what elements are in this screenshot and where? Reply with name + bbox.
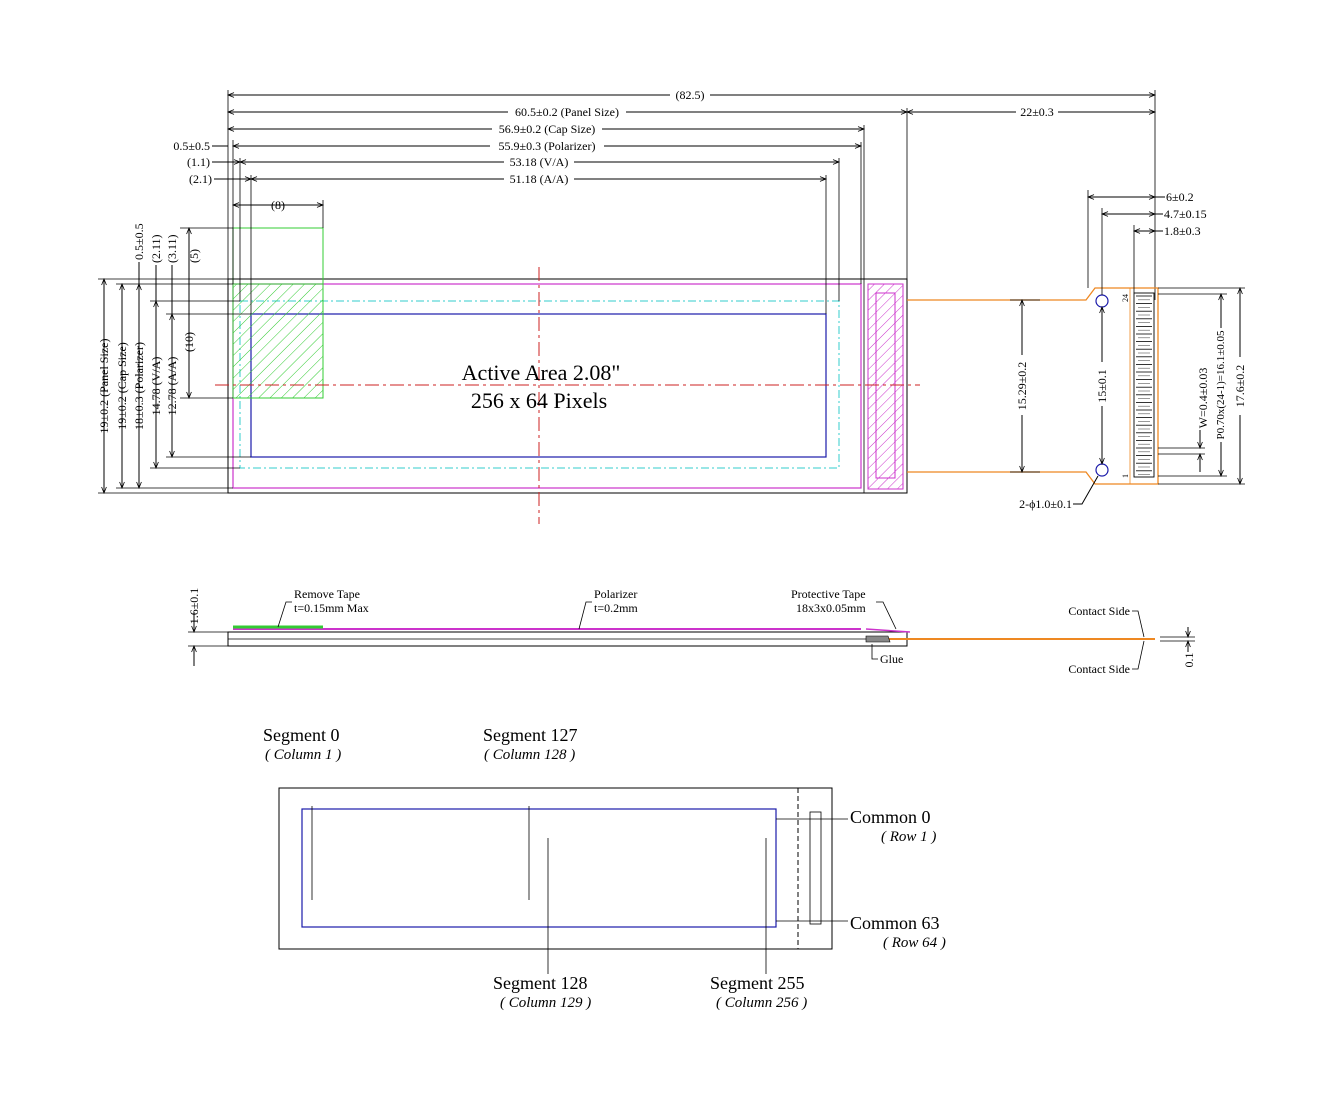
seg0-column: ( Column 1 ) xyxy=(265,747,341,763)
dim-va-width: 53.18 (V/A) xyxy=(510,155,569,169)
remove-tape-thickness: t=0.15mm Max xyxy=(294,601,369,615)
dim-tape-height: (10) xyxy=(182,332,196,352)
fpc-hole-bottom xyxy=(1095,463,1109,477)
dim-va-height: 14.78 (V/A) xyxy=(149,357,163,416)
seg128-label: Segment 128 xyxy=(493,973,588,993)
panel-outline xyxy=(227,278,908,494)
front-view: Active Area 2.08" 256 x 64 Pixels (82.5)… xyxy=(97,88,1248,524)
dim-cap-height: 19±0.2 (Cap Size) xyxy=(115,342,129,430)
protective-tape-size: 18x3x0.05mm xyxy=(796,601,866,615)
fpc: 24 1 xyxy=(907,287,1159,485)
dim-fpc-15: 15±0.1 xyxy=(1095,369,1109,403)
com63-row: ( Row 64 ) xyxy=(883,935,946,951)
seg0-label: Segment 0 xyxy=(263,725,340,745)
dim-v-offset-2-11: (2.11) xyxy=(149,234,163,263)
seg127-label: Segment 127 xyxy=(483,725,578,745)
active-area-title: Active Area 2.08" xyxy=(462,360,621,385)
pin-label-24: 24 xyxy=(1121,294,1130,302)
dim-thickness: 1.6±0.1 xyxy=(187,588,201,625)
remove-tape-hatch xyxy=(232,283,324,399)
remove-tape-label: Remove Tape xyxy=(294,587,360,601)
glue-label: Glue xyxy=(880,652,903,666)
polarizer-thickness: t=0.2mm xyxy=(594,601,638,615)
com0-label: Common 0 xyxy=(850,807,931,827)
com0-row: ( Row 1 ) xyxy=(881,829,936,845)
pixel-map: Segment 0 ( Column 1 ) Segment 127 ( Col… xyxy=(263,725,946,1011)
dim-fpc-4-7: 4.7±0.15 xyxy=(1164,207,1207,221)
dim-fpc-15-29: 15.29±0.2 xyxy=(1015,362,1029,411)
active-area-resolution: 256 x 64 Pixels xyxy=(471,388,607,413)
dim-panel-height: 19±0.2 (Panel Size) xyxy=(97,339,111,434)
com63-label: Common 63 xyxy=(850,913,940,933)
seg128-column: ( Column 129 ) xyxy=(500,995,591,1011)
dim-v-offset-3-11: (3.11) xyxy=(165,234,179,263)
dim-offset-2-1: (2.1) xyxy=(189,172,212,186)
dim-v-offset-0-5: 0.5±0.5 xyxy=(132,223,146,260)
dim-holes: 2-ϕ1.0±0.1 xyxy=(1019,497,1072,511)
pixel-map-active-area xyxy=(301,808,777,928)
dim-tape-width: (8) xyxy=(271,198,285,212)
dim-cap-width: 56.9±0.2 (Cap Size) xyxy=(499,122,596,136)
dim-fpc-length: 22±0.3 xyxy=(1020,105,1054,119)
dim-fpc-17-6: 17.6±0.2 xyxy=(1233,365,1247,408)
seg255-label: Segment 255 xyxy=(710,973,805,993)
dim-pin-pitch: P0.70x(24-1)=16.1±0.05 xyxy=(1215,330,1227,440)
dim-fpc-6: 6±0.2 xyxy=(1166,190,1194,204)
protective-tape-label: Protective Tape xyxy=(791,587,866,601)
dim-overall-length: (82.5) xyxy=(676,88,705,102)
dim-panel-width: 60.5±0.2 (Panel Size) xyxy=(515,105,619,119)
side-view: 1.6±0.1 Remove Tape t=0.15mm Max Polariz… xyxy=(187,587,1196,676)
protective-tape-hatch xyxy=(867,283,904,490)
dim-polarizer-height: 18±0.3 (Polarizer) xyxy=(132,342,146,430)
dim-aa-height: 12.78 (A/A) xyxy=(165,357,179,416)
fpc-hole-top xyxy=(1095,294,1109,308)
contact-side-top: Contact Side xyxy=(1068,604,1130,618)
pin-label-1: 1 xyxy=(1121,474,1130,478)
dim-offset-1-1: (1.1) xyxy=(187,155,210,169)
polarizer-label: Polarizer xyxy=(594,587,637,601)
dim-pin-width: W=0.4±0.03 xyxy=(1196,368,1210,429)
dim-offset-0-5: 0.5±0.5 xyxy=(173,139,210,153)
dim-fpc-thickness: 0.1 xyxy=(1182,653,1196,668)
fpc-contact-pins xyxy=(1133,292,1155,478)
seg255-column: ( Column 256 ) xyxy=(716,995,807,1011)
dim-fpc-1-8: 1.8±0.3 xyxy=(1164,224,1201,238)
contact-side-bottom: Contact Side xyxy=(1068,662,1130,676)
seg127-column: ( Column 128 ) xyxy=(484,747,575,763)
dim-v-offset-5: (5) xyxy=(187,249,201,263)
dim-polarizer-width: 55.9±0.3 (Polarizer) xyxy=(499,139,596,153)
dim-aa-width: 51.18 (A/A) xyxy=(510,172,569,186)
